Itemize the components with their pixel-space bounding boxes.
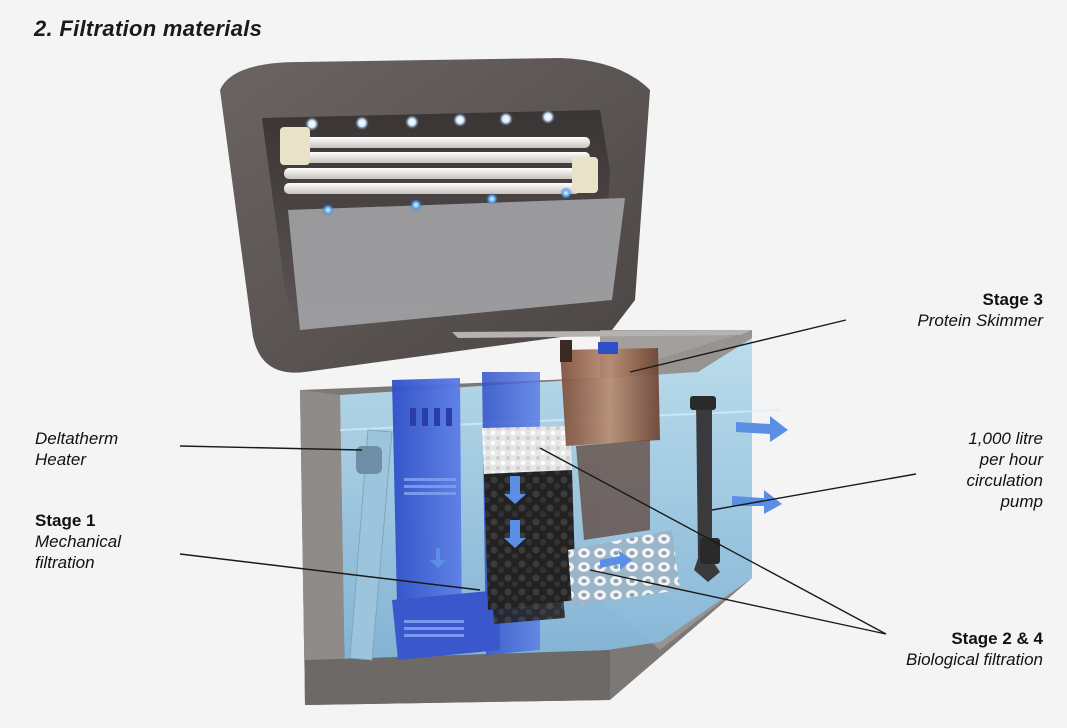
heater-label: Deltatherm Heater — [35, 428, 118, 470]
pump-line3: circulation — [966, 471, 1043, 490]
stage24-label: Stage 2 & 4 Biological filtration — [906, 628, 1043, 670]
pump-line1: 1,000 litre — [968, 429, 1043, 448]
stage24-heading: Stage 2 & 4 — [951, 629, 1043, 648]
filter-media — [482, 426, 680, 624]
flow-arrows — [430, 416, 788, 570]
pump-line4: pump — [1000, 492, 1043, 511]
leader-lines — [179, 319, 917, 635]
pump-label: 1,000 litre per hour circulation pump — [966, 428, 1043, 512]
heater — [349, 429, 393, 661]
heater-line1: Deltatherm — [35, 429, 119, 448]
stage3-label: Stage 3 Protein Skimmer — [917, 289, 1043, 331]
stage1-line1: Mechanical — [35, 532, 121, 551]
lighting-hood — [220, 58, 650, 373]
stage1-line2: filtration — [35, 553, 95, 572]
circulation-pump — [690, 396, 720, 582]
pump-line2: per hour — [979, 450, 1043, 469]
page-title: 2. Filtration materials — [34, 16, 263, 41]
protein-skimmer — [560, 340, 660, 540]
heater-line2: Heater — [35, 450, 87, 469]
stage24-text: Biological filtration — [905, 650, 1043, 669]
stage3-heading: Stage 3 — [982, 290, 1043, 309]
stage3-text: Protein Skimmer — [917, 311, 1043, 330]
stage1-label: Stage 1 Mechanical filtration — [35, 510, 121, 573]
stage1-heading: Stage 1 — [35, 511, 96, 530]
